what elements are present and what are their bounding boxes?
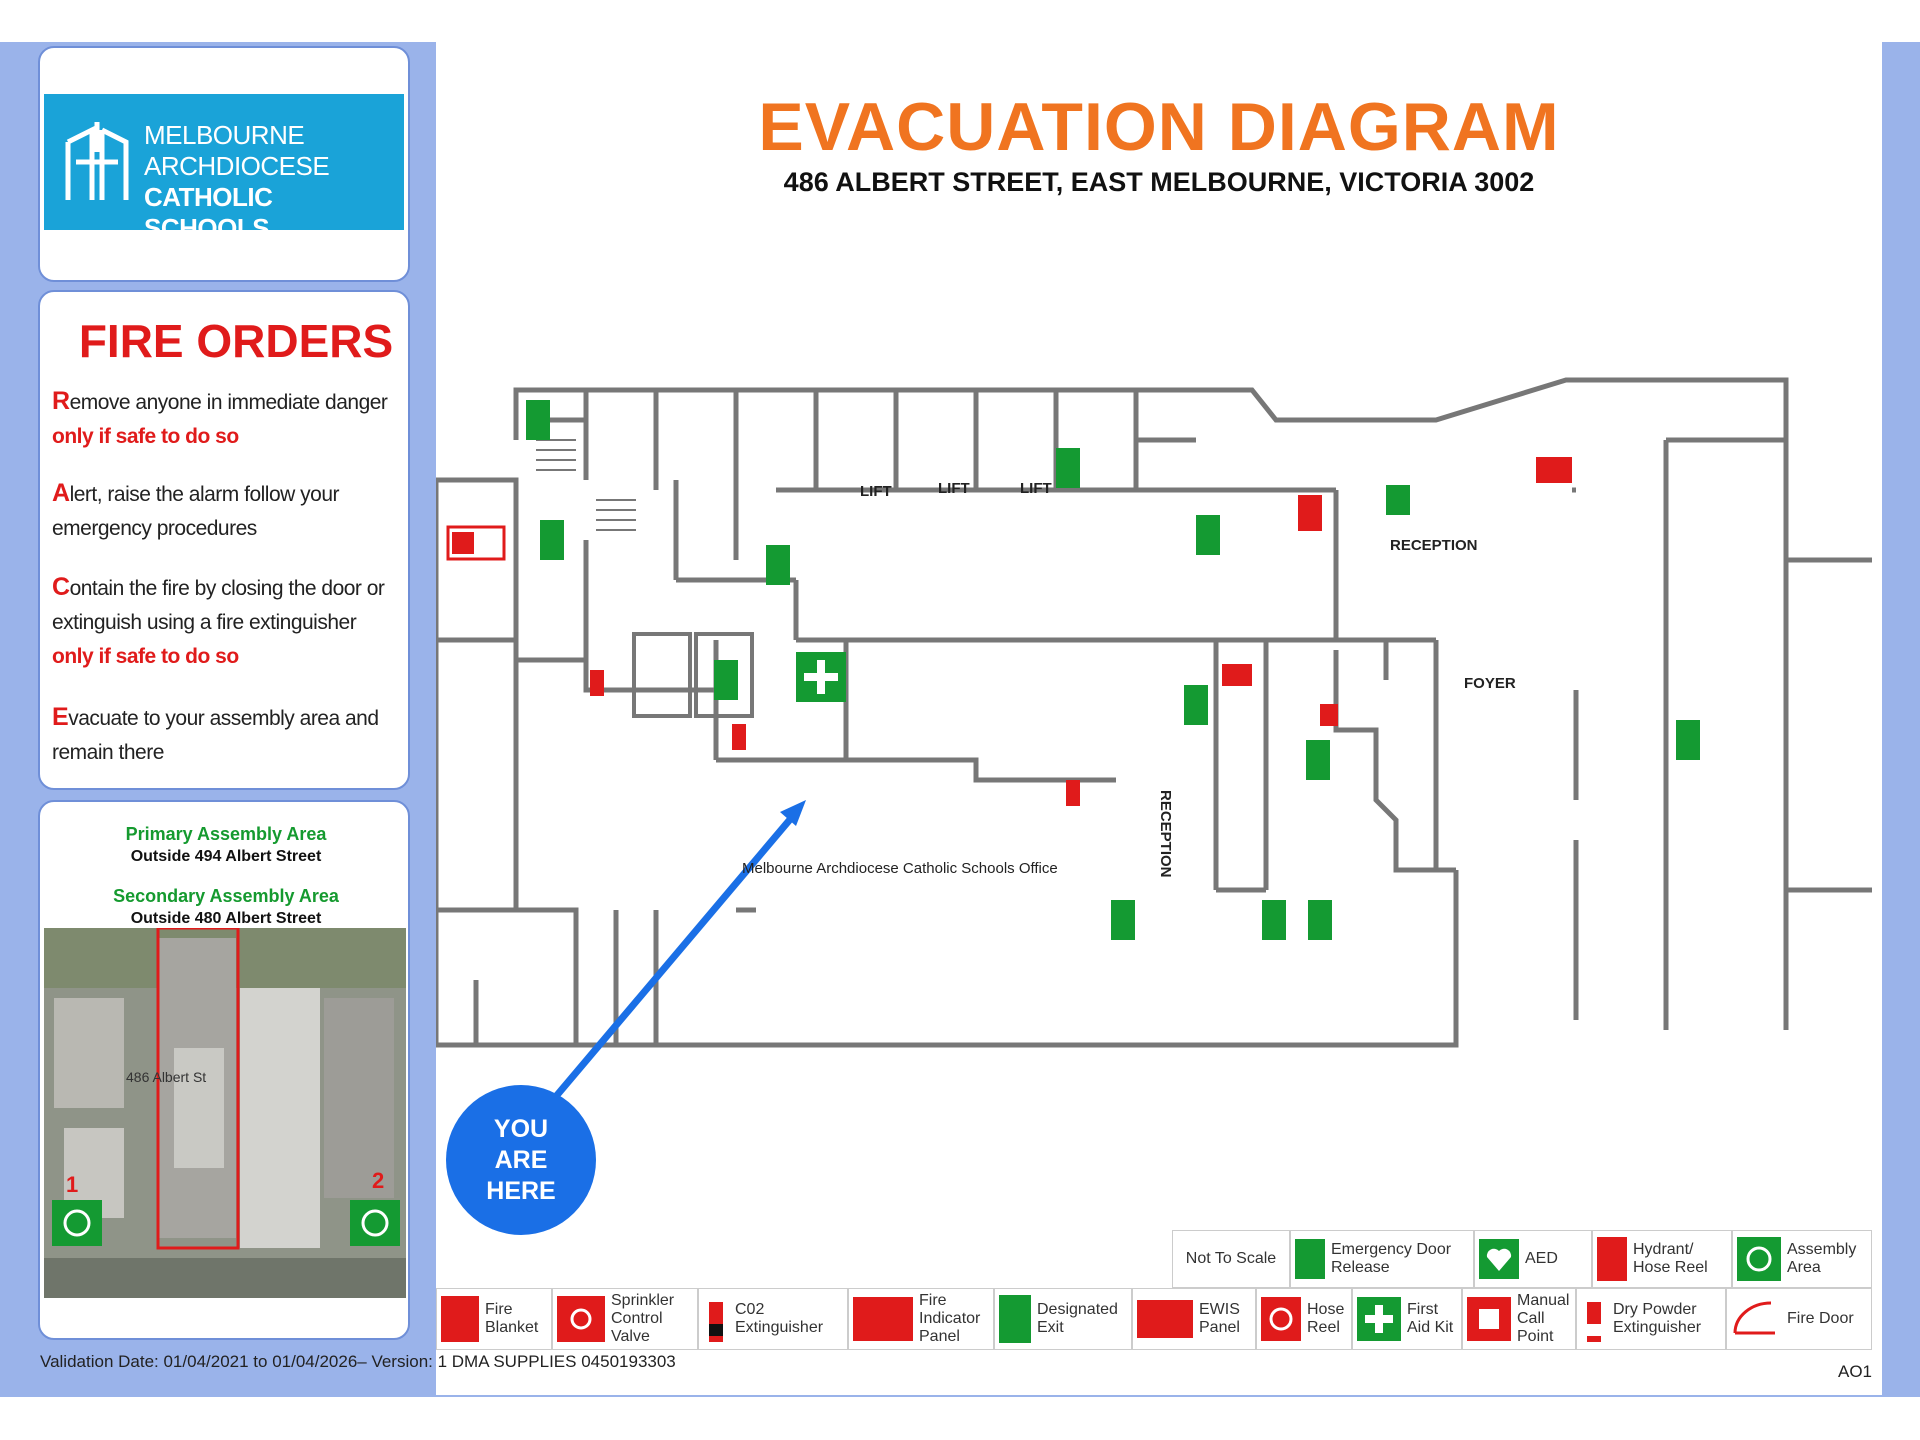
floor-plan xyxy=(436,377,1872,1123)
diagram-code: AO1 xyxy=(1838,1362,1873,1381)
exit-sign-4 xyxy=(1056,448,1080,488)
fire-panel-marker xyxy=(1222,664,1252,686)
legend-not-to-scale: Not To Scale xyxy=(1172,1230,1290,1288)
diagram-title: EVACUATION DIAGRAM xyxy=(758,89,1560,165)
logo-text: MELBOURNE ARCHDIOCESE CATHOLIC SCHOOLS xyxy=(144,120,404,244)
booths xyxy=(632,632,754,718)
validation-text: Validation Date: 01/04/2021 to 01/04/202… xyxy=(40,1352,676,1371)
assembly-icon xyxy=(1737,1237,1781,1281)
hose-reel-marker xyxy=(1298,495,1322,531)
fire-blanket-icon xyxy=(441,1296,479,1342)
lift-1-label: LIFT xyxy=(860,483,892,500)
primary-assembly-title: Primary Assembly Area xyxy=(125,824,327,844)
fire-order-remove: Remove anyone in immediate danger only i… xyxy=(52,387,388,448)
extinguisher-marker-1 xyxy=(590,670,604,696)
hose-reel-icon xyxy=(1261,1297,1301,1341)
legend-fire-blanket: Fire Blanket xyxy=(436,1288,552,1350)
assembly-marker-1-label: 1 xyxy=(66,1172,78,1197)
exit-sign-8 xyxy=(1306,740,1330,780)
fire-orders-title: FIRE ORDERS xyxy=(78,315,394,367)
exit-sign-11 xyxy=(1262,900,1286,940)
reception-side-label: RECEPTION xyxy=(1157,790,1174,878)
lift-2-label: LIFT xyxy=(938,480,970,497)
legend-emergency-door-release: Emergency Door Release xyxy=(1290,1230,1474,1288)
hydrant-icon xyxy=(1597,1237,1627,1281)
assembly-area-2-icon xyxy=(350,1200,400,1246)
exit-sign-1 xyxy=(526,400,550,440)
fire-door-icon xyxy=(1733,1301,1775,1335)
exit-sign-7 xyxy=(1184,685,1208,725)
logo-line-1: MELBOURNE xyxy=(144,120,305,150)
blue-arrow xyxy=(533,800,806,1123)
fire-order-evacuate: Evacuate to your assembly area and remai… xyxy=(52,703,379,764)
dry-powder-icon xyxy=(1587,1302,1601,1342)
assembly-panel: Primary Assembly Area Outside 494 Albert… xyxy=(38,800,410,1340)
sprinkler-valve-icon xyxy=(557,1296,605,1342)
fire-order-contain: Contain the fire by closing the door or … xyxy=(52,573,385,668)
floor-plan-walls xyxy=(436,377,1872,1048)
aed-sign xyxy=(1386,485,1410,515)
fire-equipment-panel xyxy=(446,525,506,561)
logo-panel: MELBOURNE ARCHDIOCESE CATHOLIC SCHOOLS xyxy=(38,46,410,282)
exit-icon xyxy=(999,1295,1031,1343)
logo-line-2: ARCHDIOCESE xyxy=(144,151,330,181)
fire-order-alert: Alert, raise the alarm follow your emerg… xyxy=(52,479,340,540)
lift-3-label: LIFT xyxy=(1020,480,1052,497)
secondary-assembly-title: Secondary Assembly Area xyxy=(113,886,339,906)
exit-sign-5 xyxy=(1196,515,1220,555)
fire-panel-icon xyxy=(853,1297,913,1341)
stairs xyxy=(536,439,636,531)
legend-aed: AED xyxy=(1474,1230,1592,1288)
exit-sign-10 xyxy=(1111,900,1135,940)
call-point-marker xyxy=(1320,704,1338,726)
you-are-here-marker: YOU ARE HERE xyxy=(446,1085,596,1235)
extinguisher-marker-2 xyxy=(732,724,746,750)
office-label: Melbourne Archdiocese Catholic Schools O… xyxy=(742,860,1058,877)
exit-sign-6 xyxy=(714,660,738,700)
aed-icon xyxy=(1479,1239,1519,1279)
aerial-address-label: 486 Albert St xyxy=(126,1069,206,1085)
legend-dry-powder-extinguisher: Dry Powder Extinguisher xyxy=(1576,1288,1726,1350)
exit-sign-2 xyxy=(540,520,564,560)
primary-assembly-location: Outside 494 Albert Street xyxy=(130,848,322,865)
foyer-label: FOYER xyxy=(1464,675,1516,692)
aerial-photo: 486 Albert St 1 2 xyxy=(44,928,406,1298)
legend-sprinkler-valve: Sprinkler Control Valve xyxy=(552,1288,698,1350)
legend-manual-call-point: Manual Call Point xyxy=(1462,1288,1576,1350)
fire-blanket-marker xyxy=(452,532,474,554)
diagram-address: 486 ALBERT STREET, EAST MELBOURNE, VICTO… xyxy=(783,167,1535,197)
legend-co2-extinguisher: C02 Extinguisher xyxy=(698,1288,848,1350)
legend-hydrant: Hydrant/ Hose Reel xyxy=(1592,1230,1732,1288)
extinguisher-marker-3 xyxy=(1066,780,1080,806)
call-point-icon xyxy=(1467,1297,1511,1341)
legend-first-aid-kit: First Aid Kit xyxy=(1352,1288,1462,1350)
church-logo-icon xyxy=(65,122,129,200)
exit-signs xyxy=(526,400,1700,940)
exit-sign-12 xyxy=(1308,900,1332,940)
legend-fire-door: Fire Door xyxy=(1726,1288,1872,1350)
legend-fire-indicator-panel: Fire Indicator Panel xyxy=(848,1288,994,1350)
first-aid-icon xyxy=(1357,1297,1401,1341)
reception-top-label: RECEPTION xyxy=(1390,537,1478,554)
assembly-area-1-icon xyxy=(52,1200,102,1246)
legend-designated-exit: Designated Exit xyxy=(994,1288,1132,1350)
logo-band: MELBOURNE ARCHDIOCESE CATHOLIC SCHOOLS xyxy=(44,94,404,243)
secondary-assembly-location: Outside 480 Albert Street xyxy=(130,910,322,927)
legend-assembly-area: Assembly Area xyxy=(1732,1230,1872,1288)
fire-orders-panel: FIRE ORDERS Remove anyone in immediate d… xyxy=(38,290,410,790)
exit-sign-9 xyxy=(1676,720,1700,760)
co2-extinguisher-icon xyxy=(709,1302,723,1342)
assembly-marker-2-label: 2 xyxy=(372,1168,384,1193)
logo-line-3: CATHOLIC SCHOOLS xyxy=(144,182,273,243)
legend-ewis-panel: EWIS Panel xyxy=(1132,1288,1256,1350)
legend: Not To Scale Emergency Door Release AED … xyxy=(436,1230,1882,1355)
ewis-marker xyxy=(1536,457,1572,483)
evacuation-diagram-panel: EVACUATION DIAGRAM 486 ALBERT STREET, EA… xyxy=(436,40,1882,1395)
ewis-icon xyxy=(1137,1300,1193,1338)
fire-equipment xyxy=(446,457,1572,806)
door-release-icon xyxy=(1295,1239,1325,1279)
legend-hose-reel: Hose Reel xyxy=(1256,1288,1352,1350)
exit-sign-3 xyxy=(766,545,790,585)
